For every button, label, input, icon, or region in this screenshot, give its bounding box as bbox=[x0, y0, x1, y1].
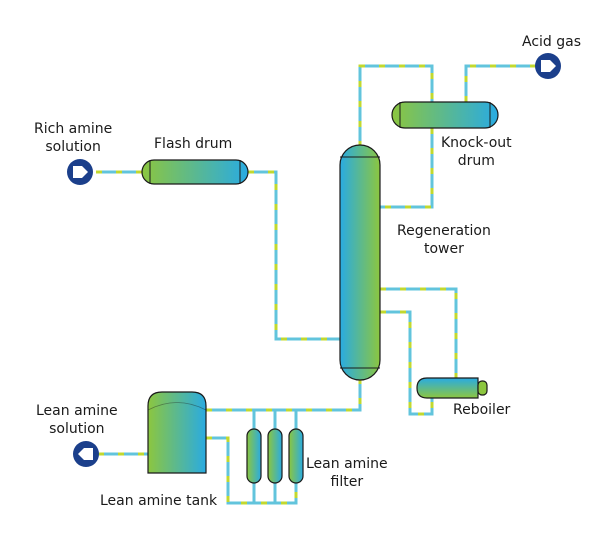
flash-drum bbox=[141, 159, 249, 185]
label-knock-out-drum: Knock-out drum bbox=[441, 134, 512, 170]
label-rich-amine-solution: Rich amine solution bbox=[34, 120, 112, 156]
label-reboiler: Reboiler bbox=[453, 402, 511, 418]
label-flash-drum: Flash drum bbox=[154, 136, 233, 152]
pipe-tower-to-tank bbox=[206, 378, 362, 412]
pipe-connector-icon bbox=[73, 441, 99, 467]
regeneration-tower bbox=[339, 144, 381, 381]
label-line: Lean amine bbox=[36, 403, 118, 419]
label-regeneration-tower: Regeneration tower bbox=[397, 222, 491, 258]
pipe-stripes bbox=[96, 64, 537, 505]
label-line: Knock-out bbox=[441, 135, 512, 151]
knock-out-drum bbox=[391, 101, 499, 129]
label-line: solution bbox=[45, 139, 101, 155]
label-line: drum bbox=[457, 153, 495, 169]
pipe-tower-to-reboiler-top bbox=[380, 287, 458, 378]
reboiler bbox=[416, 377, 488, 399]
label-line: Rich amine bbox=[34, 121, 113, 137]
lean-amine-tank bbox=[147, 391, 207, 474]
label-lean-amine-solution: Lean amine solution bbox=[36, 402, 118, 438]
pipe-connector-icon bbox=[67, 159, 93, 185]
pipe-flash-to-tower bbox=[248, 170, 340, 341]
pipe-filter-header bbox=[252, 410, 298, 429]
pipe-connector-icon bbox=[535, 53, 561, 79]
label-lean-amine-tank: Lean amine tank bbox=[100, 493, 218, 509]
pipe-knockout-to-acid-gas bbox=[464, 64, 537, 102]
pipe-knockout-return bbox=[380, 128, 434, 209]
label-line: Lean amine bbox=[306, 456, 388, 472]
lean-amine-filter bbox=[246, 428, 304, 484]
label-acid-gas: Acid gas bbox=[522, 34, 582, 50]
label-line: filter bbox=[330, 474, 364, 490]
label-lean-amine-filter: Lean amine filter bbox=[306, 455, 388, 491]
label-line: solution bbox=[49, 421, 105, 437]
label-line: Regeneration bbox=[397, 223, 491, 239]
label-line: tower bbox=[423, 241, 464, 257]
pipe-reboiler-return bbox=[380, 310, 434, 416]
